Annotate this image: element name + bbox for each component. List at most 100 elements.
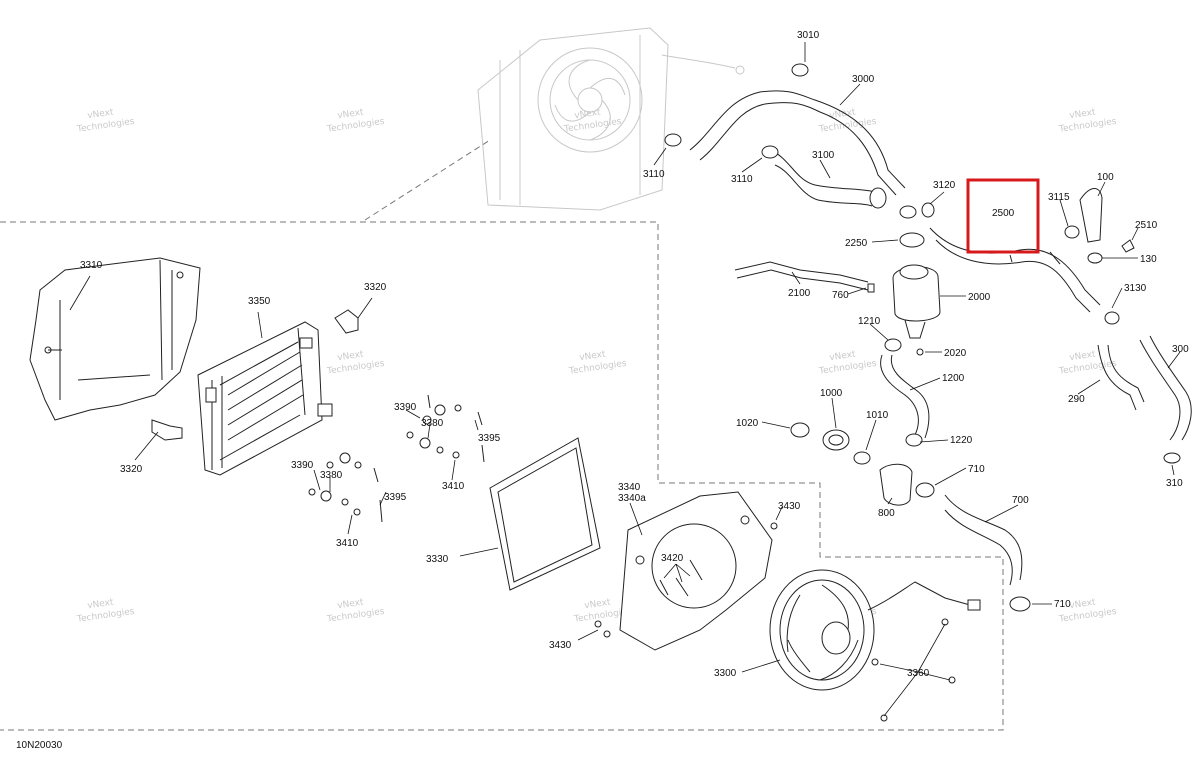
hose-2500	[929, 227, 1101, 313]
label-3300: 3300	[714, 668, 737, 679]
label-700: 700	[1012, 495, 1029, 506]
label-3380-lower: 3380	[320, 470, 343, 481]
label-3120: 3120	[933, 180, 956, 191]
label-3340: 3340	[618, 482, 641, 493]
fastener-group-upper	[406, 394, 485, 463]
hose-700	[944, 494, 1023, 586]
label-3110-left: 3110	[643, 169, 665, 180]
watermark-text: vNext	[87, 108, 115, 122]
label-710-upper: 710	[968, 464, 985, 475]
watermark-text: Technologies	[326, 607, 386, 625]
clamp-1220	[905, 433, 923, 447]
label-3395-upper: 3395	[478, 433, 501, 444]
label-300: 300	[1172, 344, 1189, 355]
label-710-lower: 710	[1054, 599, 1071, 610]
label-760: 760	[832, 290, 849, 301]
watermark-text: vNext	[1069, 108, 1097, 122]
bracket-3320-lower	[151, 419, 183, 441]
clip-760	[867, 283, 875, 293]
label-3395-lower: 3395	[384, 492, 407, 503]
label-3130: 3130	[1124, 283, 1147, 294]
label-2500: 2500	[992, 208, 1015, 219]
radiator-3350	[197, 321, 333, 476]
watermark-text: vNext	[829, 350, 857, 364]
bracket-3310	[29, 257, 201, 421]
clamp-3130	[1104, 311, 1120, 325]
watermark-text: vNext	[1069, 350, 1097, 364]
fan-plate-3340	[619, 491, 773, 651]
label-3410-upper: 3410	[442, 481, 465, 492]
watermark-text: vNext	[87, 598, 115, 612]
hose-300	[1139, 335, 1192, 441]
fitting-800	[879, 463, 913, 506]
reservoir-2000	[892, 264, 941, 339]
nuts-3360	[871, 618, 956, 722]
hose-3000	[689, 63, 906, 196]
nuts-3430	[594, 522, 778, 638]
hose-2100	[734, 261, 869, 291]
watermark-text: vNext	[337, 598, 365, 612]
clamp-130	[1087, 252, 1103, 264]
highlight-box-2500	[966, 178, 1040, 254]
label-1020: 1020	[736, 418, 759, 429]
clamp-1010	[853, 451, 871, 465]
clamp-1020	[790, 422, 810, 438]
label-130: 130	[1140, 254, 1157, 265]
hose-3100	[769, 149, 887, 209]
fastener-group-lower	[308, 452, 383, 523]
watermark-text: vNext	[829, 108, 857, 122]
watermark-text: vNext	[337, 350, 365, 364]
label-3340a: 3340a	[618, 493, 646, 504]
clamps-3110-3120	[664, 133, 935, 219]
fan-3300	[769, 569, 981, 691]
subassembly-boundary	[0, 139, 1004, 731]
label-3330: 3330	[426, 554, 449, 565]
label-3320-lower: 3320	[120, 464, 143, 475]
label-1010: 1010	[866, 410, 889, 421]
watermark-text: Technologies	[1058, 117, 1118, 135]
label-310: 310	[1166, 478, 1183, 489]
label-2000: 2000	[968, 292, 991, 303]
clamp-710-lower	[1009, 596, 1031, 612]
label-3410-lower: 3410	[336, 538, 359, 549]
label-3115: 3115	[1048, 192, 1070, 203]
label-3390-upper: 3390	[394, 402, 417, 413]
label-3380-upper: 3380	[421, 418, 444, 429]
label-1220: 1220	[950, 435, 973, 446]
ghost-radiator-assembly	[477, 27, 745, 211]
clamp-3115	[1064, 225, 1080, 239]
clamp-1210	[884, 338, 902, 352]
label-3320-upper: 3320	[364, 282, 387, 293]
watermark-text: vNext	[337, 108, 365, 122]
watermark-text: vNext	[584, 598, 612, 612]
label-3430-upper: 3430	[778, 501, 801, 512]
screw-2020	[916, 348, 924, 356]
label-3420: 3420	[661, 553, 684, 564]
cap-2250	[899, 232, 925, 248]
part-labels: 3010 3000 3110 3110 3100 3120 2500 3115 …	[80, 30, 1189, 679]
clamp-710-upper	[915, 482, 935, 498]
fitting-1000	[822, 429, 850, 451]
elbow-100	[1079, 188, 1103, 243]
label-2100: 2100	[788, 288, 811, 299]
label-3110-right: 3110	[731, 174, 753, 185]
label-3010: 3010	[797, 30, 820, 41]
label-2250: 2250	[845, 238, 868, 249]
label-3100: 3100	[812, 150, 835, 161]
watermark-text: Technologies	[76, 607, 136, 625]
hose-1200	[880, 354, 930, 439]
watermark-text: Technologies	[326, 117, 386, 135]
clamp-310	[1163, 452, 1181, 464]
shroud-frame-3330	[489, 437, 601, 591]
bracket-3320-upper	[334, 309, 359, 334]
watermark-text: Technologies	[76, 117, 136, 135]
leader-lines	[69, 42, 1181, 717]
watermark-text: Technologies	[818, 359, 878, 377]
label-3430-lower: 3430	[549, 640, 572, 651]
label-3350: 3350	[248, 296, 271, 307]
label-3360: 3360	[907, 668, 930, 679]
label-2020: 2020	[944, 348, 967, 359]
watermark-text: Technologies	[1058, 359, 1118, 377]
hose-290	[1097, 344, 1145, 411]
